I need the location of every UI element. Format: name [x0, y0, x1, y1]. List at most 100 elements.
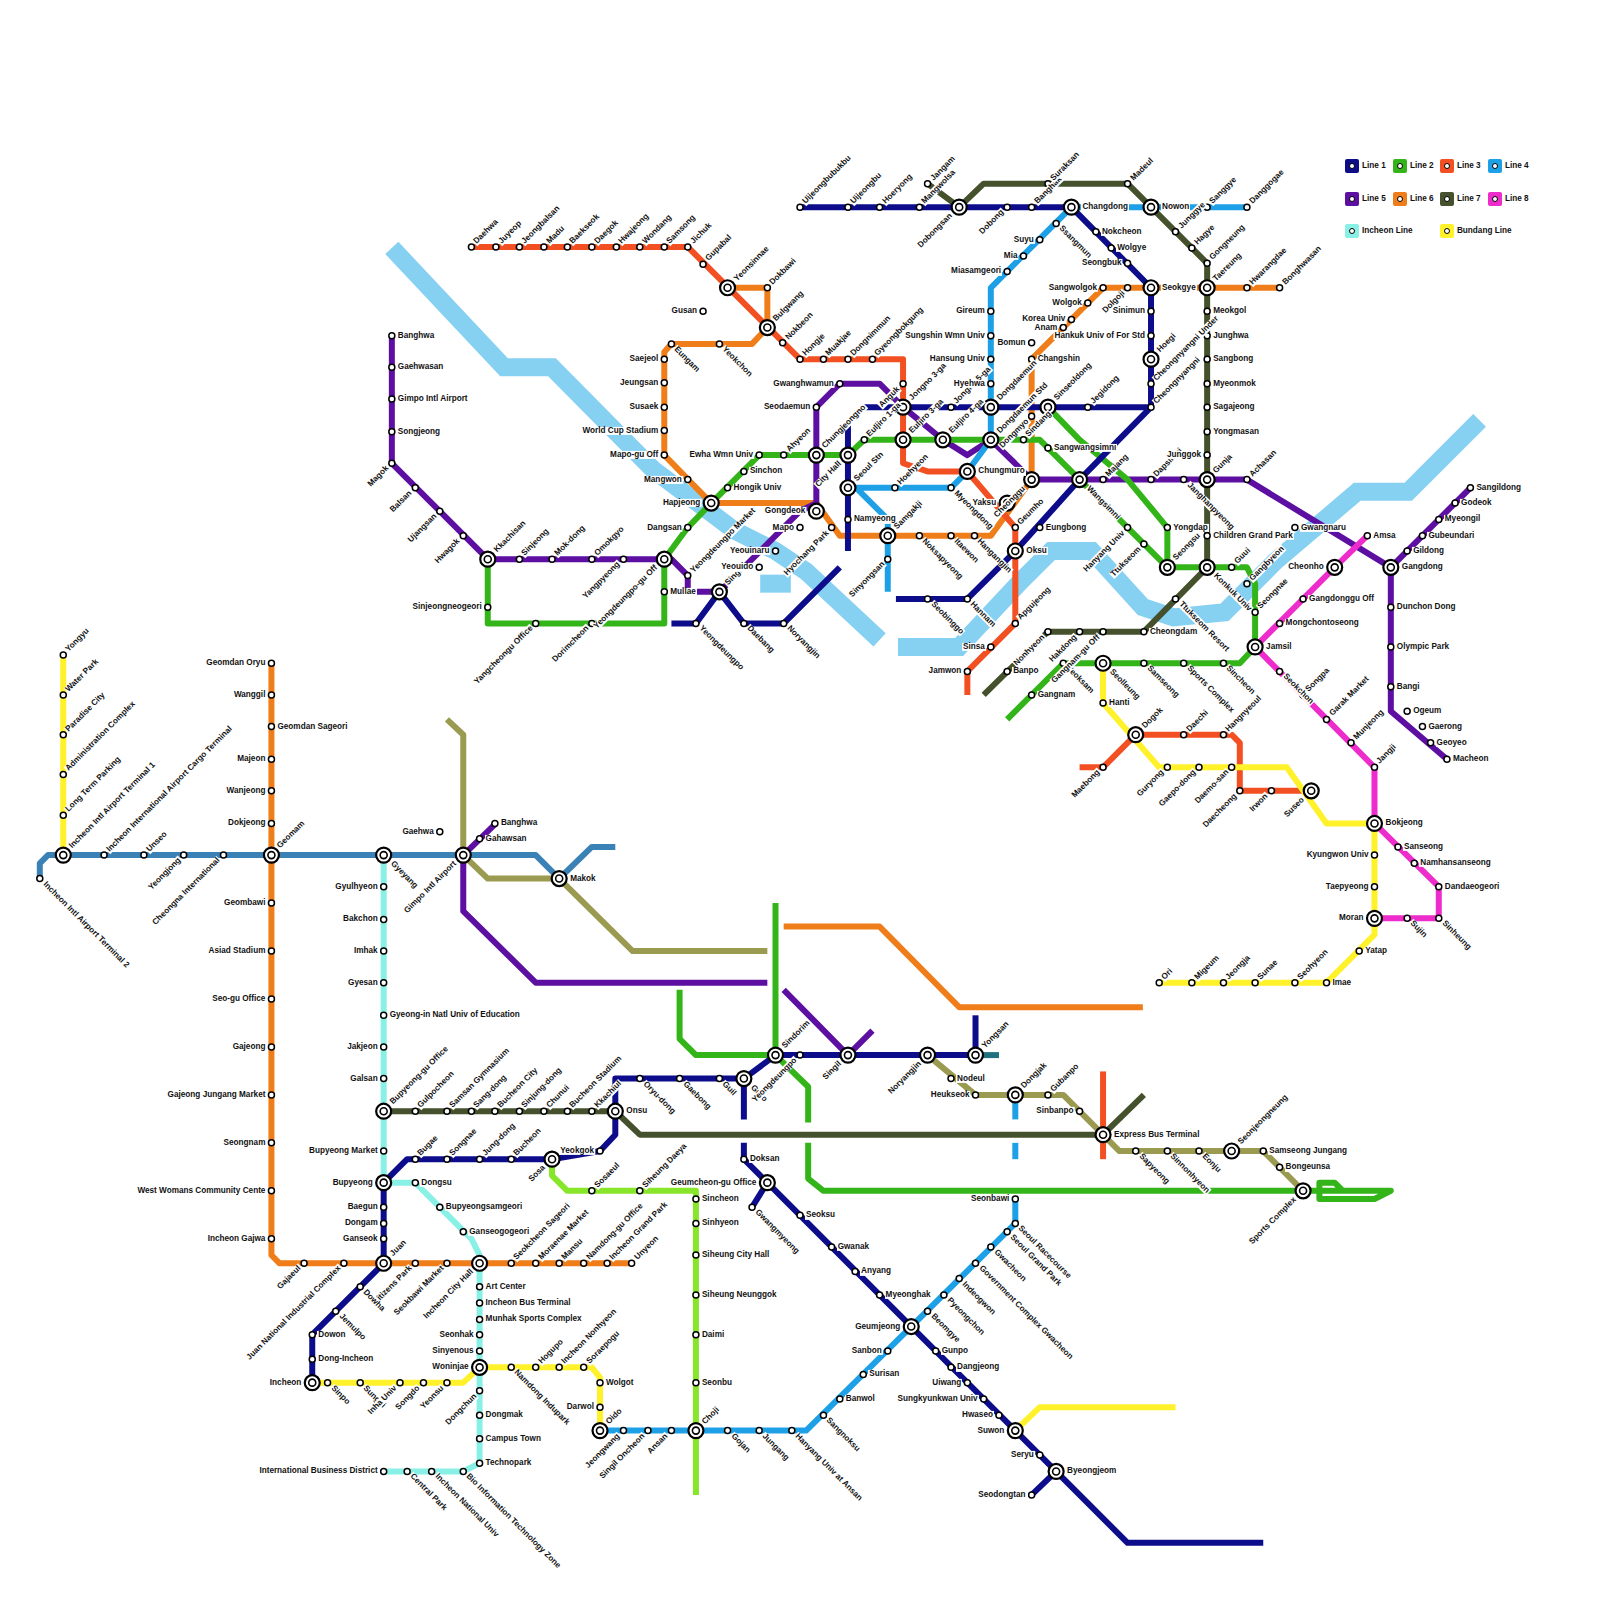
station-dot	[268, 948, 274, 954]
station-label: Sangbong	[1212, 355, 1254, 363]
station-dot	[597, 1148, 603, 1154]
station-dot	[1436, 516, 1442, 522]
station-label: Songnae	[448, 1127, 480, 1159]
station-dot	[1128, 727, 1143, 742]
station-dot	[661, 404, 667, 410]
metro-line	[488, 440, 1255, 720]
station-label: Seongsu	[1172, 532, 1204, 564]
station-label: Hongik Univ	[733, 484, 783, 492]
station-label: Sangnoksu	[824, 1416, 862, 1454]
station-dot	[685, 477, 691, 483]
interchange-ring	[1331, 564, 1338, 571]
station-label: Majang	[1104, 452, 1131, 479]
station-label: Woninjae	[431, 1363, 469, 1371]
legend-text: Line 7	[1457, 195, 1481, 203]
legend-swatch	[1345, 224, 1359, 238]
station-dot	[477, 1412, 483, 1418]
station-dot	[935, 432, 950, 447]
station-label: Dobongsan	[916, 211, 955, 250]
station-dot	[1220, 980, 1226, 986]
station-dot	[1364, 533, 1370, 539]
station-dot	[620, 1428, 626, 1434]
station-dot	[1367, 816, 1382, 831]
interchange-ring	[484, 556, 491, 563]
station-label: Sangwolgok	[1048, 284, 1098, 292]
station-dot	[1133, 1148, 1139, 1154]
station-dot	[829, 1244, 835, 1250]
station-dot	[693, 1220, 699, 1226]
station-dot	[477, 1300, 483, 1306]
station-dot	[1204, 260, 1210, 266]
metro-line	[1103, 663, 1374, 982]
station-label: Hongje	[801, 332, 828, 359]
station-dot	[1144, 280, 1159, 295]
station-dot	[60, 812, 66, 818]
station-label: Dangjeong	[956, 1363, 1000, 1371]
interchange-ring	[764, 324, 771, 331]
station-dot	[781, 452, 787, 458]
station-dot	[764, 285, 770, 291]
station-dot	[589, 244, 595, 250]
station-dot	[1324, 980, 1330, 986]
station-dot	[220, 852, 226, 858]
station-label: Mapo-gu Off	[609, 451, 659, 459]
station-dot	[904, 1319, 919, 1334]
station-label: Gwangnaru	[1300, 523, 1347, 531]
station-dot	[1292, 980, 1298, 986]
interchange-ring	[1371, 915, 1378, 922]
station-dot	[381, 1236, 387, 1242]
station-dot	[1204, 356, 1210, 362]
station-label: Daebang	[745, 624, 777, 656]
station-dot	[948, 533, 954, 539]
station-dot	[460, 1229, 466, 1235]
station-label: Gwanak	[837, 1243, 870, 1251]
station-dot	[1160, 560, 1175, 575]
station-label: Nokcheon	[1101, 228, 1143, 236]
station-label: Seryu	[1010, 1451, 1035, 1459]
station-label: Dowon	[317, 1331, 346, 1339]
station-dot	[820, 356, 826, 362]
station-label: Hanti	[1108, 699, 1130, 707]
station-label: Seoksu	[805, 1211, 836, 1219]
station-dot	[925, 1308, 931, 1314]
station-dot	[661, 356, 667, 362]
interchange-ring	[460, 852, 467, 859]
station-label: Dokbawi	[768, 256, 799, 287]
station-dot	[1204, 381, 1210, 387]
station-label: Onsu	[625, 1107, 648, 1115]
interchange-ring	[1204, 564, 1211, 571]
station-dot	[376, 1175, 391, 1190]
station-label: Guil	[720, 1079, 738, 1097]
station-label: Nonhyeon	[1012, 632, 1048, 668]
station-label: Hankuk Univ of For Std	[1053, 332, 1146, 340]
station-label: Eungbong	[1045, 523, 1087, 531]
station-dot	[916, 533, 922, 539]
station-dot	[1181, 660, 1187, 666]
station-dot	[589, 1108, 595, 1114]
station-label: Dong-Incheon	[317, 1355, 374, 1363]
station-label: Mangwon	[643, 475, 683, 483]
station-dot	[1004, 1229, 1010, 1235]
metro-lines	[40, 184, 1471, 1543]
interchange-ring	[908, 1323, 915, 1330]
station-dot	[325, 1380, 331, 1386]
interchange-ring	[309, 1379, 316, 1386]
station-label: Omokgyo	[592, 525, 626, 559]
station-label: Sinyongsan	[847, 560, 887, 600]
station-label: Imhak	[353, 947, 379, 955]
station-label: City Hall	[813, 459, 843, 489]
station-dot	[556, 1260, 562, 1266]
station-label: Sinsa	[962, 643, 986, 651]
station-dot	[840, 448, 855, 463]
station-label: Saejeol	[629, 355, 660, 363]
station-label: Chunui	[545, 1083, 572, 1110]
station-dot	[1277, 1164, 1283, 1170]
station-dot	[381, 1468, 387, 1474]
station-label: Songjeong	[397, 428, 441, 436]
station-label: Sanbon	[851, 1347, 883, 1355]
station-label: Daimi	[701, 1331, 725, 1339]
station-dot	[1008, 1423, 1023, 1438]
station-label: Suseo	[1282, 795, 1307, 820]
station-label: Gangdong	[1401, 563, 1444, 571]
station-dot	[381, 916, 387, 922]
